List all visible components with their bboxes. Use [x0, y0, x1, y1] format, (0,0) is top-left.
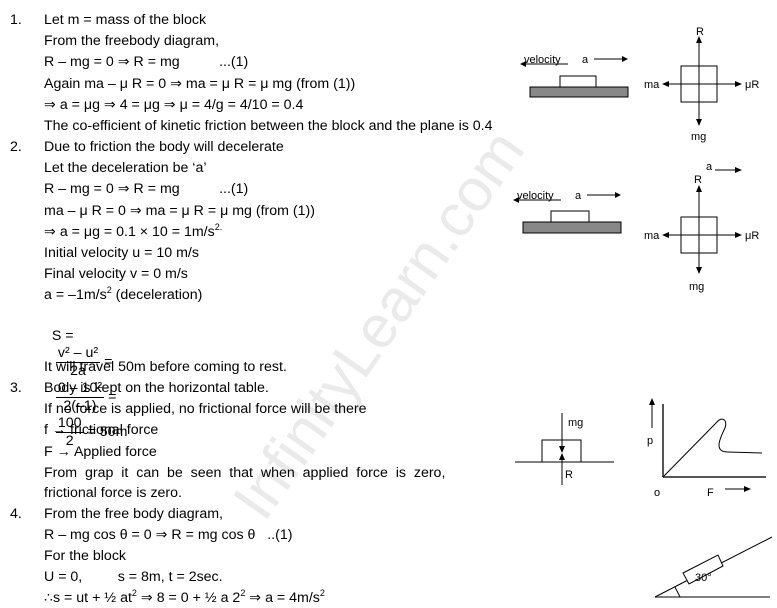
text-line: Let the deceleration be ‘a’: [44, 160, 207, 176]
text-line: From grap it can be seen that when appli…: [44, 465, 446, 481]
q3-friction-graph: p o F: [647, 398, 766, 499]
q2-force-diagram: a R ma μR mg: [644, 161, 759, 293]
text-line: R – mg = 0 ⇒ R = mg ...(1): [44, 181, 249, 197]
svg-text:R: R: [694, 174, 702, 186]
svg-text:a: a: [582, 54, 589, 66]
svg-text:30°: 30°: [695, 572, 712, 584]
text-line: From the freebody diagram,: [44, 33, 220, 49]
text-line: R – mg = 0 ⇒ R = mg ...(1): [44, 54, 249, 70]
svg-text:a: a: [706, 161, 713, 173]
svg-text:ma: ma: [644, 230, 660, 242]
svg-text:mg: mg: [689, 281, 704, 293]
question-number: 2.: [10, 139, 22, 155]
q1-force-diagram: R ma μR mg: [644, 26, 759, 143]
text-line: Let m = mass of the block: [44, 12, 207, 28]
text-line: The co-efficient of kinetic friction bet…: [44, 118, 493, 134]
svg-text:mg: mg: [568, 417, 583, 429]
text-line: U = 0, s = 8m, t = 2sec.: [44, 569, 223, 585]
text-line: For the block: [44, 548, 127, 564]
text-line: ∴s = ut + ½ at2 ⇒ 8 = 0 + ½ a 22 ⇒ a = 4…: [44, 588, 325, 607]
text-line: Body is kept on the horizontal table.: [44, 380, 269, 396]
text-line: a = –1m/s2 (deceleration): [44, 285, 203, 304]
text-line: If no force is applied, no frictional fo…: [44, 401, 367, 417]
svg-text:F: F: [707, 487, 714, 499]
svg-text:velocity: velocity: [517, 190, 554, 202]
svg-text:p: p: [647, 435, 653, 447]
svg-text:R: R: [565, 469, 573, 481]
svg-text:a: a: [575, 190, 582, 202]
text-line: From the free body diagram,: [44, 506, 223, 522]
text-line: It will travel 50m before coming to rest…: [44, 359, 287, 375]
question-number: 1.: [10, 12, 22, 28]
question-number: 4.: [10, 506, 22, 522]
q1-block-diagram: velocity a: [520, 54, 629, 98]
svg-text:R: R: [696, 26, 704, 38]
text-line: Due to friction the body will decelerate: [44, 139, 284, 155]
q2-block-diagram: velocity a: [513, 190, 622, 234]
text-line: R – mg cos θ = 0 ⇒ R = mg cos θ ..(1): [44, 527, 293, 543]
text-line: ⇒ a = μg ⇒ 4 = μg ⇒ μ = 4/g = 4/10 = 0.4: [44, 97, 304, 113]
q3-block-diagram: mg R: [515, 413, 614, 485]
svg-text:ma: ma: [644, 79, 660, 91]
svg-text:μR: μR: [745, 230, 759, 242]
text-line: F → Applied force: [44, 444, 157, 460]
q4-incline-diagram: 30°: [654, 536, 773, 598]
svg-text:μR: μR: [745, 79, 759, 91]
svg-text:o: o: [654, 487, 660, 499]
question-number: 3.: [10, 380, 22, 396]
text-line: Final velocity v = 0 m/s: [44, 266, 188, 282]
text-line: Again ma – μ R = 0 ⇒ ma = μ R = μ mg (fr…: [44, 76, 356, 92]
text-line: ⇒ a = μg = 0.1 × 10 = 1m/s2.: [44, 222, 223, 241]
svg-text:velocity: velocity: [524, 54, 561, 66]
svg-text:mg: mg: [691, 131, 706, 143]
text-line: f → frictional force: [44, 422, 159, 438]
text-line: ma – μ R = 0 ⇒ ma = μ R = μ mg (from (1)…: [44, 203, 315, 219]
text-line: Initial velocity u = 10 m/s: [44, 245, 199, 261]
text-line: frictional force is zero.: [44, 485, 182, 501]
